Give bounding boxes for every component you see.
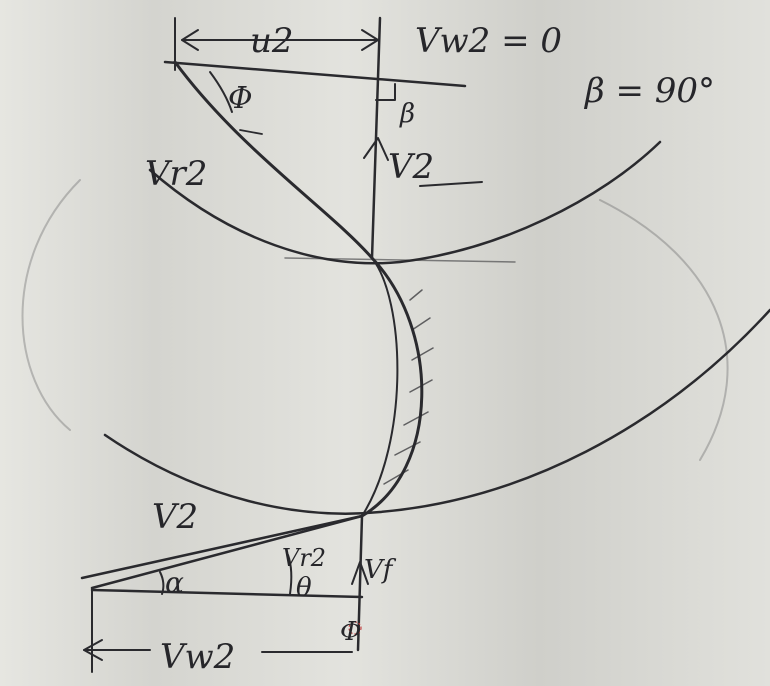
top-arrow-stroke	[419, 181, 483, 187]
bottom-vw2-label: Vw2	[160, 637, 235, 677]
bottom-phi-marker	[348, 621, 362, 635]
theta-angle-arc	[287, 554, 293, 595]
top-vr2-label: Vr2	[145, 154, 207, 194]
faint-guide-arc-right	[599, 199, 729, 461]
vf-arrowhead-up	[351, 561, 369, 585]
bottom-v2-label: V2	[152, 497, 198, 537]
tangent-line-top	[284, 257, 516, 263]
bottom-vr2-label: Vr2	[282, 544, 326, 572]
beta-90-label: β = 90°	[583, 71, 715, 111]
top-v2-label: V2	[388, 147, 434, 187]
faint-guide-arc-left	[21, 179, 81, 431]
bottom-theta-label: θ	[296, 573, 312, 603]
blade-inner-curve	[361, 257, 399, 517]
outer-arc-bottom	[103, 308, 770, 515]
top-vertical-v2	[370, 16, 382, 260]
bottom-vf-label: Vf	[364, 555, 397, 585]
u2-label: u2	[250, 21, 294, 61]
bottom-vr2-line	[90, 514, 364, 590]
top-vw2-label: Vw2 = 0	[415, 21, 562, 61]
bottom-vf-line	[356, 514, 364, 652]
phi-tick	[239, 129, 263, 135]
top-beta-label: β	[399, 99, 415, 129]
u2-arrowhead-left	[181, 29, 199, 51]
vw2-arrowhead-left	[83, 639, 103, 661]
bottom-v2-line	[80, 514, 364, 580]
phi-angle-arc	[209, 71, 233, 113]
u2-arrowhead-right	[361, 29, 379, 51]
top-phi-label: Φ	[228, 81, 253, 116]
blade-curve	[173, 60, 424, 518]
bottom-alpha-label: α	[165, 566, 184, 599]
outer-arc-top	[148, 140, 662, 265]
v2-arrowhead-up	[363, 137, 389, 161]
right-angle-mark	[375, 83, 396, 101]
alpha-angle-arc	[159, 571, 165, 595]
top-blade-speed-line	[163, 60, 467, 88]
blade-hatch	[383, 289, 434, 485]
bottom-phi-label: Φ	[340, 617, 361, 647]
bottom-base-line	[90, 588, 364, 599]
